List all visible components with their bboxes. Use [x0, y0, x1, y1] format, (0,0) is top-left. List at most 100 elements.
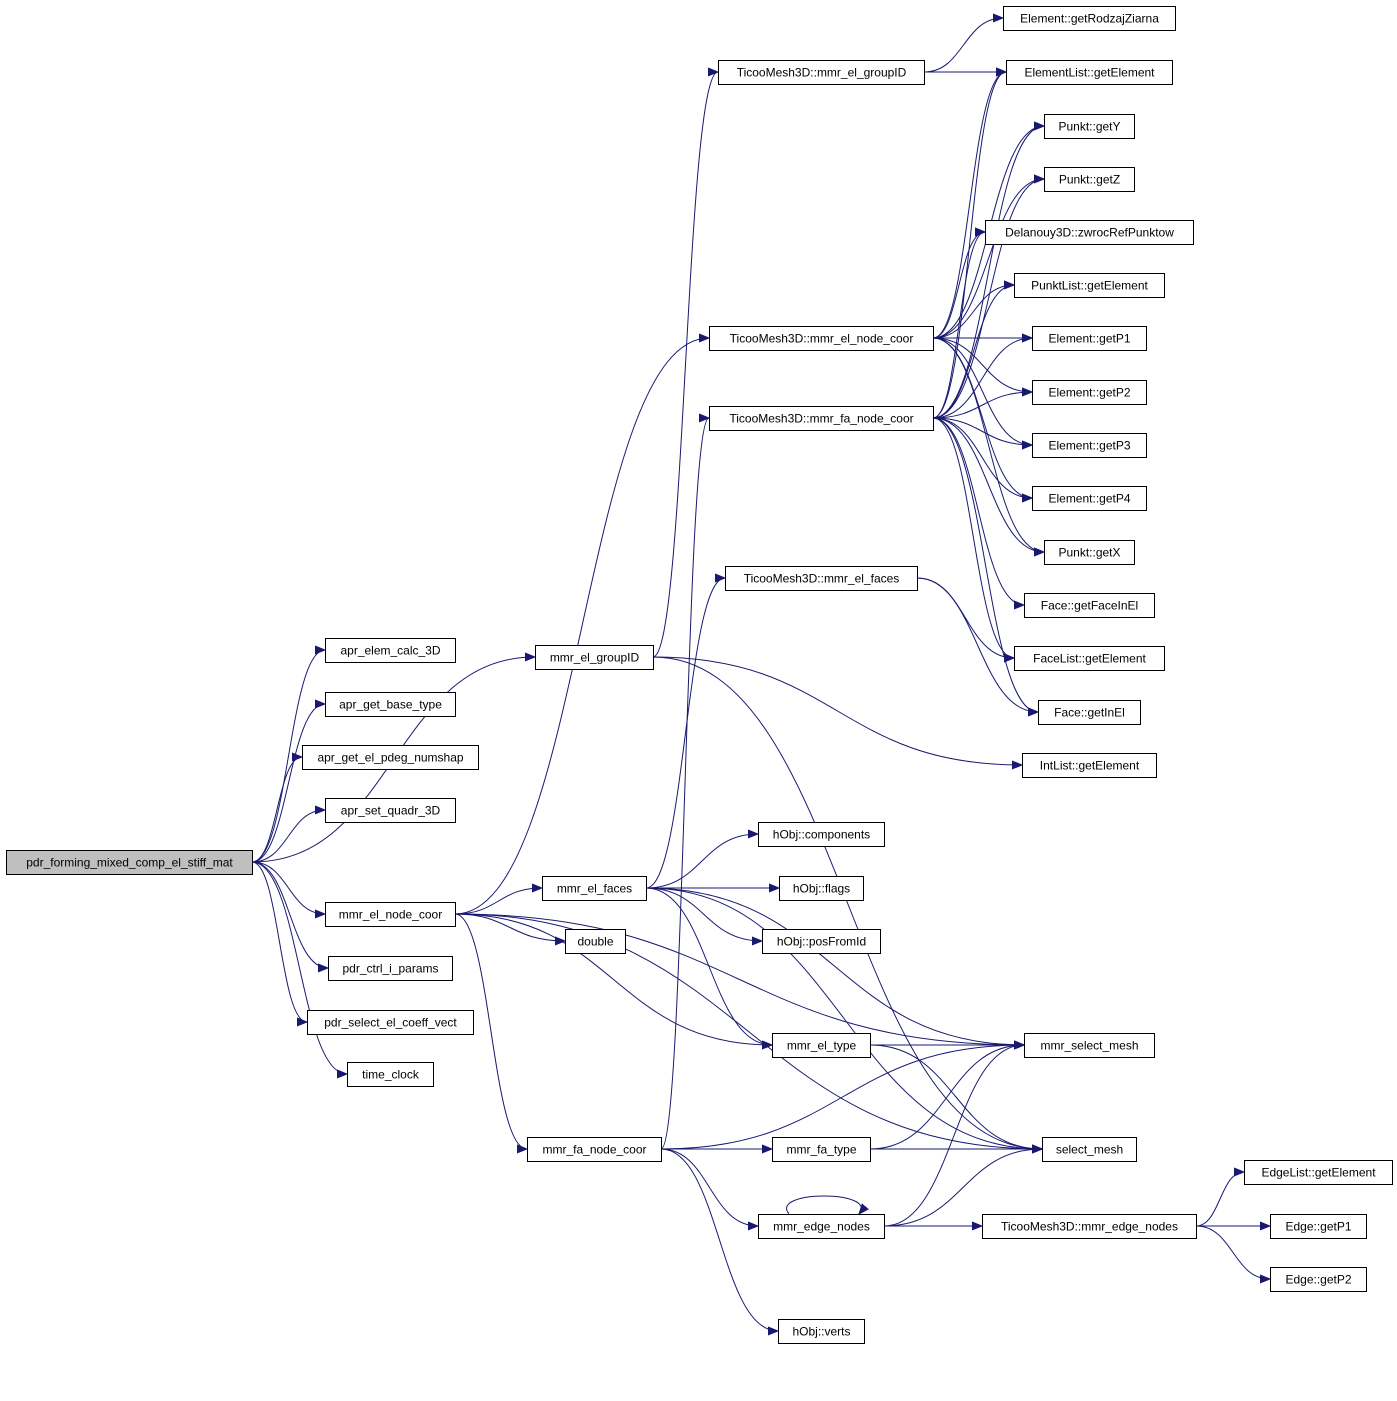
node-label: apr_elem_calc_3D: [340, 644, 440, 658]
node-mmr_fa_type[interactable]: mmr_fa_type: [772, 1137, 871, 1162]
node-punkt_x[interactable]: Punkt::getX: [1044, 540, 1135, 565]
node-t_fa_node[interactable]: TicooMesh3D::mmr_fa_node_coor: [709, 406, 934, 431]
edge-t_fa_node-to-el_p3: [932, 417, 1032, 445]
node-box: [772, 1033, 871, 1058]
node-box: [709, 406, 934, 431]
edge-t_groupID-to-el_rodzaj: [923, 18, 1003, 73]
node-punkt_y[interactable]: Punkt::getY: [1044, 114, 1135, 139]
node-root[interactable]: pdr_forming_mixed_comp_el_stiff_mat: [6, 850, 253, 875]
node-label: ElementList::getElement: [1024, 66, 1155, 80]
edge-root-to-mmr_node: [251, 861, 325, 914]
node-box: [325, 902, 456, 927]
edge-mmr_node-to-mmr_type: [454, 913, 772, 1045]
node-edge_p1[interactable]: Edge::getP1: [1270, 1214, 1367, 1239]
node-facelist[interactable]: FaceList::getElement: [1014, 646, 1165, 671]
node-h_comp[interactable]: hObj::components: [758, 822, 885, 847]
edge-root-to-pdr_select: [251, 861, 308, 1022]
node-label: mmr_el_groupID: [550, 651, 640, 665]
node-label: TicooMesh3D::mmr_edge_nodes: [1001, 1220, 1178, 1234]
node-label: Face::getInEl: [1054, 706, 1125, 720]
node-apr_quadr[interactable]: apr_set_quadr_3D: [325, 798, 456, 823]
node-box: [1014, 646, 1165, 671]
node-h_pos[interactable]: hObj::posFromId: [762, 929, 881, 954]
node-box: [725, 566, 918, 591]
node-edgelist[interactable]: EdgeList::getElement: [1244, 1160, 1393, 1185]
node-double[interactable]: double: [565, 929, 626, 954]
edge-root-to-time_clock: [251, 861, 347, 1074]
node-el_p2[interactable]: Element::getP2: [1032, 380, 1147, 405]
node-select_mesh[interactable]: select_mesh: [1042, 1137, 1137, 1162]
node-el_p3[interactable]: Element::getP3: [1032, 433, 1147, 458]
edge-root-to-apr_elem: [251, 650, 326, 863]
node-face_inel[interactable]: Face::getFaceInEl: [1024, 593, 1155, 618]
edge-t_el_node-to-el_p4: [932, 337, 1032, 498]
node-el_rodzaj[interactable]: Element::getRodzajZiarna: [1003, 6, 1176, 31]
node-pdr_ctrl[interactable]: pdr_ctrl_i_params: [328, 956, 453, 981]
edge-mmr_faces-to-h_comp: [645, 834, 758, 889]
node-select_mesh_mmr[interactable]: mmr_select_mesh: [1024, 1033, 1155, 1058]
node-face_getinel[interactable]: Face::getInEl: [1038, 700, 1141, 725]
node-el_p1[interactable]: Element::getP1: [1032, 326, 1147, 351]
node-intlist[interactable]: IntList::getElement: [1022, 753, 1157, 778]
node-label: Element::getP2: [1048, 386, 1130, 400]
node-time_clock[interactable]: time_clock: [347, 1062, 434, 1087]
edge-t_edge-to-edge_p2: [1195, 1225, 1270, 1279]
node-h_verts[interactable]: hObj::verts: [778, 1319, 865, 1344]
edge-mmr_node-to-select_mesh_mmr: [454, 913, 1024, 1045]
node-mmr_faces[interactable]: mmr_el_faces: [542, 876, 647, 901]
node-el_p4[interactable]: Element::getP4: [1032, 486, 1147, 511]
node-apr_pdeg[interactable]: apr_get_el_pdeg_numshap: [302, 745, 479, 770]
node-label: mmr_el_node_coor: [339, 908, 442, 922]
node-box: [1270, 1267, 1367, 1292]
node-t_edge[interactable]: TicooMesh3D::mmr_edge_nodes: [982, 1214, 1197, 1239]
node-label: Punkt::getY: [1058, 120, 1120, 134]
node-label: mmr_el_type: [787, 1039, 857, 1053]
node-delan[interactable]: Delanouy3D::zwrocRefPunktow: [985, 220, 1194, 245]
node-ellist_get[interactable]: ElementList::getElement: [1006, 60, 1173, 85]
node-punkt_z[interactable]: Punkt::getZ: [1044, 167, 1135, 192]
node-mmr_groupID[interactable]: mmr_el_groupID: [535, 645, 654, 670]
node-label: Element::getP3: [1048, 439, 1130, 453]
node-box: [1014, 273, 1165, 298]
node-t_el_node[interactable]: TicooMesh3D::mmr_el_node_coor: [709, 326, 934, 351]
node-label: Element::getP1: [1048, 332, 1130, 346]
edge-mmr_fa_node-to-t_fa_node: [660, 418, 710, 1150]
node-apr_elem[interactable]: apr_elem_calc_3D: [325, 638, 456, 663]
node-label: mmr_fa_type: [786, 1143, 856, 1157]
node-box: [758, 822, 885, 847]
node-mmr_fa_node[interactable]: mmr_fa_node_coor: [527, 1137, 662, 1162]
node-label: time_clock: [362, 1068, 420, 1082]
node-mmr_edge[interactable]: mmr_edge_nodes: [758, 1214, 885, 1239]
edge-root-to-apr_base: [251, 704, 326, 863]
node-box: [565, 929, 626, 954]
node-label: mmr_el_faces: [557, 882, 632, 896]
node-edge_p2[interactable]: Edge::getP2: [1270, 1267, 1367, 1292]
node-label: apr_set_quadr_3D: [341, 804, 441, 818]
node-mmr_node[interactable]: mmr_el_node_coor: [325, 902, 456, 927]
node-label: EdgeList::getElement: [1261, 1166, 1376, 1180]
node-box: [325, 638, 456, 663]
node-pdr_select[interactable]: pdr_select_el_coeff_vect: [307, 1010, 474, 1035]
node-box: [762, 929, 881, 954]
node-h_flags[interactable]: hObj::flags: [779, 876, 864, 901]
edge-t_fa_node-to-face_inel: [932, 417, 1024, 605]
node-label: PunktList::getElement: [1031, 279, 1148, 293]
edge-mmr_edge-to-select_mesh: [883, 1149, 1042, 1227]
node-t_groupID[interactable]: TicooMesh3D::mmr_el_groupID: [718, 60, 925, 85]
node-box: [1044, 167, 1135, 192]
node-mmr_type[interactable]: mmr_el_type: [772, 1033, 871, 1058]
node-label: hObj::flags: [793, 882, 850, 896]
node-apr_base[interactable]: apr_get_base_type: [325, 692, 456, 717]
node-box: [535, 645, 654, 670]
node-punktlist[interactable]: PunktList::getElement: [1014, 273, 1165, 298]
node-box: [1003, 6, 1176, 31]
node-t_el_faces[interactable]: TicooMesh3D::mmr_el_faces: [725, 566, 918, 591]
node-box: [1024, 1033, 1155, 1058]
edge-t_el_node-to-punktlist: [932, 285, 1014, 339]
edge-t_fa_node-to-face_getinel: [932, 417, 1038, 712]
node-label: Element::getRodzajZiarna: [1020, 12, 1159, 26]
node-label: select_mesh: [1056, 1143, 1123, 1157]
edge-t_fa_node-to-el_p2: [932, 392, 1032, 419]
node-box: [1022, 753, 1157, 778]
node-box: [1044, 114, 1135, 139]
